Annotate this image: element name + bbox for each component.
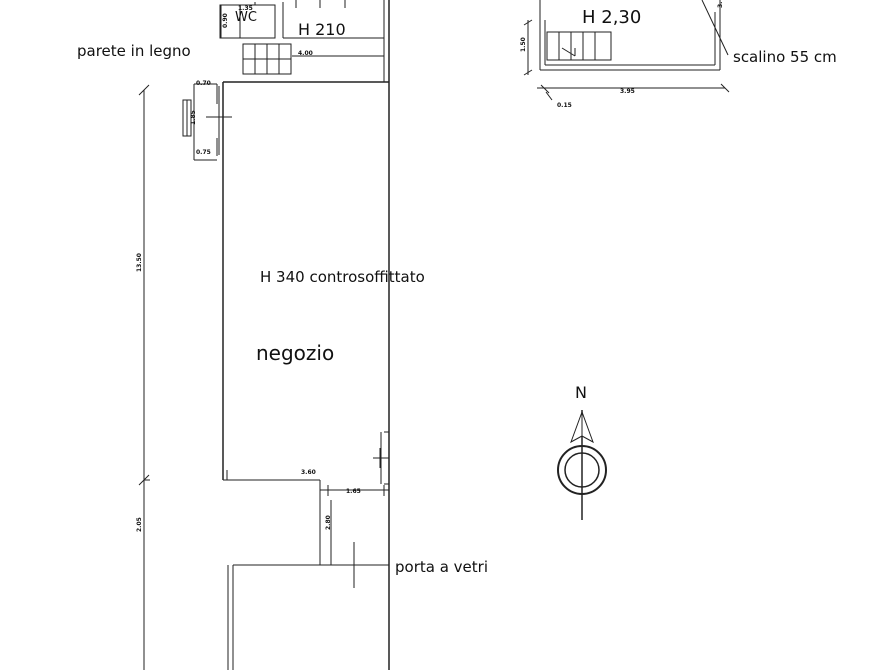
dimension-165 — [320, 485, 389, 565]
left-window — [182, 83, 232, 161]
shop-walls — [218, 0, 390, 670]
dim-280: 2.80 — [325, 515, 332, 530]
dim-185: 1.85 — [190, 110, 197, 125]
dim-395: 3.95 — [620, 88, 635, 95]
negozio-label: negozio — [256, 341, 334, 365]
dim-135: 1.35 — [238, 5, 253, 12]
porta-label: porta a vetri — [395, 558, 488, 576]
dim-360: 3.60 — [301, 469, 316, 476]
dim-015: 0.15 — [557, 102, 572, 109]
wc-label: WC — [235, 10, 257, 25]
mezzanine — [523, 0, 730, 101]
dim-3: 3. — [717, 2, 724, 8]
h340-label: H 340 controsoffittato — [260, 268, 425, 286]
wc-room — [219, 0, 384, 39]
north-arrow — [557, 410, 607, 520]
north-label: N — [575, 383, 587, 402]
dim-150: 1.50 — [520, 37, 527, 52]
east-door — [373, 431, 389, 485]
parete-label: parete in legno — [77, 42, 191, 60]
h210-label: H 210 — [298, 20, 346, 39]
dim-205: 2.05 — [136, 517, 143, 532]
dim-400: 4.00 — [298, 50, 313, 57]
dimension-line-left — [138, 84, 150, 670]
dim-090: 0.90 — [222, 13, 229, 28]
h230-label: H 2,30 — [582, 7, 641, 28]
dim-1350: 13.50 — [136, 253, 143, 272]
stair — [242, 43, 384, 75]
dim-165: 1.65 — [346, 488, 361, 495]
dim-075: 0.75 — [196, 149, 211, 156]
glass-door — [342, 542, 388, 588]
dim-070: 0.70 — [196, 80, 211, 87]
scalino-label: scalino 55 cm — [733, 48, 837, 66]
